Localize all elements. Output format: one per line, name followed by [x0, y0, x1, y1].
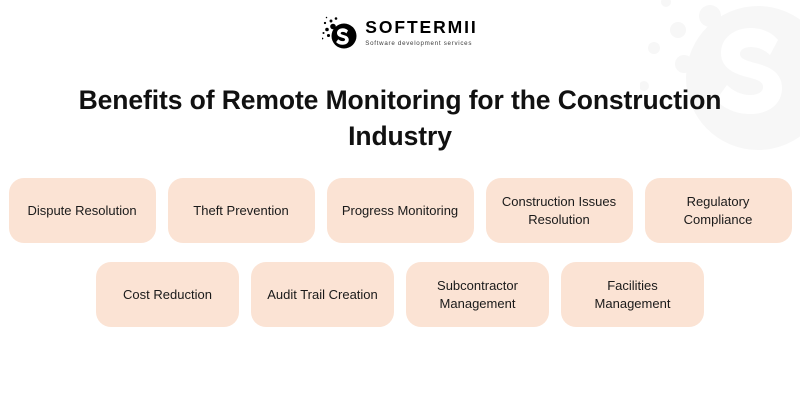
benefit-card: Subcontractor Management: [406, 262, 549, 327]
brand-name: SOFTERMII: [365, 17, 478, 38]
benefits-row-1: Dispute Resolution Theft Prevention Prog…: [0, 178, 800, 243]
benefit-card: Progress Monitoring: [326, 178, 474, 243]
benefit-card-label: Audit Trail Creation: [267, 286, 378, 302]
benefit-card: Cost Reduction: [96, 262, 239, 327]
benefit-card-label: Dispute Resolution: [27, 202, 137, 218]
page-title: Benefits of Remote Monitoring for the Co…: [78, 84, 722, 152]
benefit-card: Dispute Resolution: [8, 178, 156, 243]
brand-tagline: Software development services: [365, 39, 473, 47]
benefit-card: Theft Prevention: [167, 178, 315, 243]
benefit-card-label: Cost Reduction: [123, 286, 212, 302]
benefit-card-label: Regulatory Compliance: [683, 193, 753, 227]
benefit-card: Facilities Management: [561, 262, 704, 327]
brand-logo: SOFTERMII Software development services: [0, 16, 800, 50]
benefit-card: Audit Trail Creation: [251, 262, 394, 327]
benefit-card-label: Subcontractor Management: [437, 277, 518, 311]
benefit-card-label: Construction Issues Resolution: [501, 193, 617, 227]
benefit-card-label: Progress Monitoring: [341, 202, 459, 218]
benefit-card: Construction Issues Resolution: [485, 178, 633, 243]
benefit-card: Regulatory Compliance: [644, 178, 792, 243]
benefits-card-grid: Dispute Resolution Theft Prevention Prog…: [0, 178, 800, 327]
softermii-s-logo-icon: [322, 16, 357, 49]
benefits-row-2: Cost Reduction Audit Trail Creation Subc…: [0, 262, 800, 327]
benefit-card-label: Theft Prevention: [193, 202, 289, 218]
benefit-card-label: Facilities Management: [594, 277, 671, 311]
